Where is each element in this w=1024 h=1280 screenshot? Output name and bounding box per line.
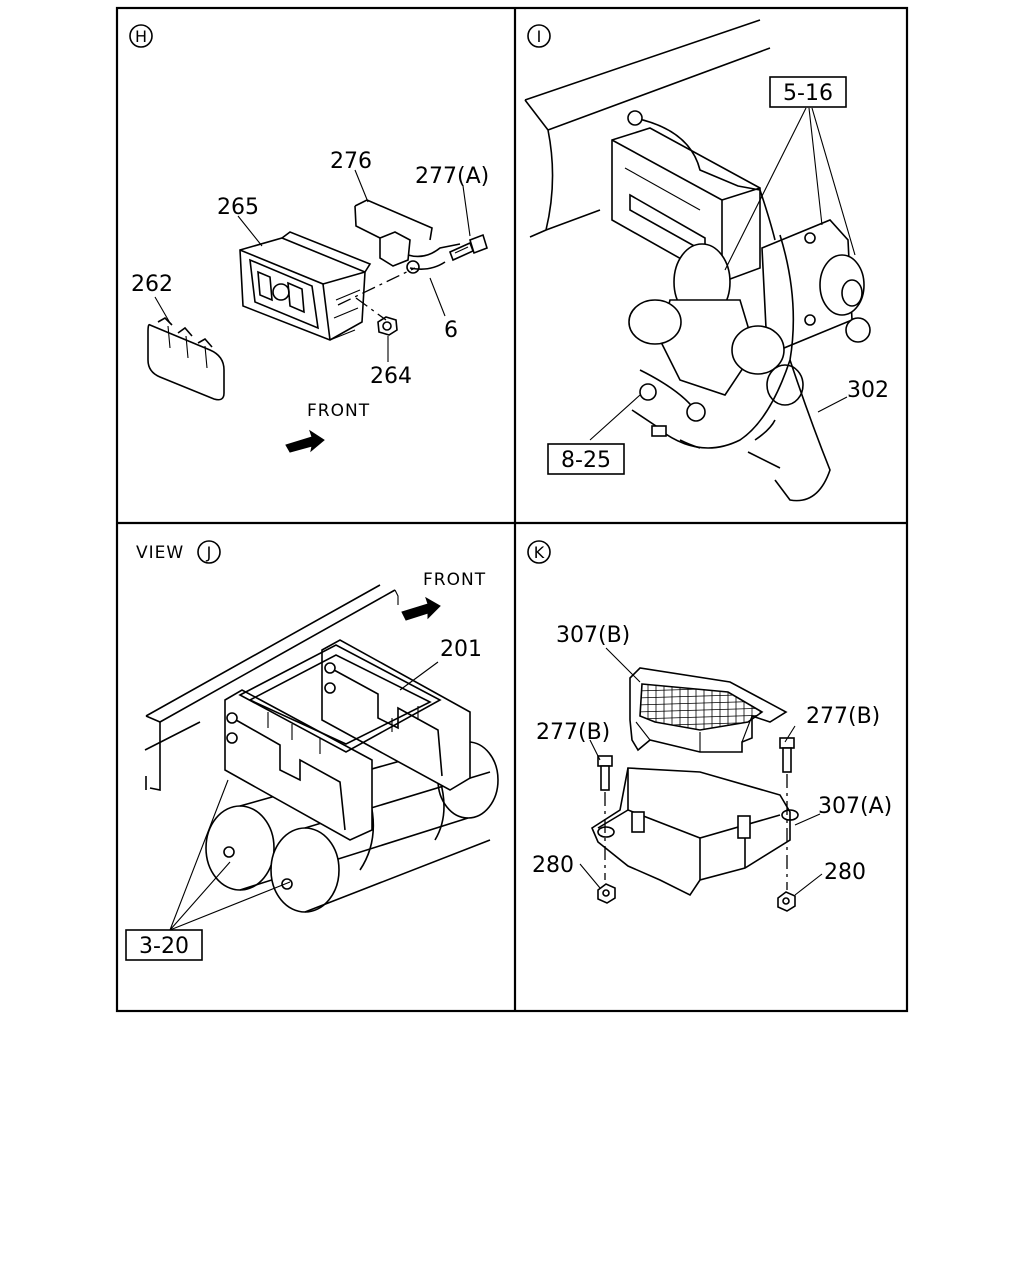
label-280-left: 280	[532, 853, 574, 878]
panel-k-marker-letter: K	[534, 543, 545, 562]
part-277b-right-bolt	[779, 737, 795, 773]
panel-k-marker: K	[527, 540, 551, 564]
label-280-right: 280	[824, 860, 866, 885]
panel-i-marker-letter: I	[537, 27, 542, 46]
frame-rail-i	[524, 19, 771, 238]
part-262-plate	[147, 317, 225, 401]
part-280-right-nut	[777, 891, 796, 912]
panel-frame	[115, 6, 909, 1013]
label-277a: 277(A)	[415, 164, 489, 189]
panel-h-marker: H	[129, 24, 153, 48]
panel-j-marker: J	[197, 540, 221, 564]
ref-5-16-text: 5-16	[783, 81, 833, 106]
label-307b: 307(B)	[556, 623, 630, 648]
label-276: 276	[330, 149, 372, 174]
wiring-i	[627, 110, 831, 502]
part-277a-bolt	[448, 233, 488, 262]
part-201-strap	[238, 644, 442, 754]
panel-k: K	[527, 540, 892, 912]
label-307a: 307(A)	[818, 794, 892, 819]
ref-3-20-text: 3-20	[139, 934, 189, 959]
front-label-h: FRONT	[307, 401, 370, 421]
panel-h-marker-letter: H	[135, 27, 147, 46]
frame-rail-j	[144, 584, 399, 791]
part-277b-left-bolt	[597, 755, 613, 791]
label-277b-right: 277(B)	[806, 704, 880, 729]
part-264-nut	[377, 316, 398, 336]
view-prefix: VIEW	[136, 543, 184, 563]
label-265: 265	[217, 195, 259, 220]
panel-i: I	[524, 19, 889, 502]
ref-box-8-25: 8-25	[547, 443, 625, 475]
ref-box-5-16: 5-16	[769, 76, 847, 108]
label-277b-left: 277(B)	[536, 720, 610, 745]
part-307b-cover	[629, 667, 788, 753]
part-276-harness	[354, 199, 461, 274]
part-307a-box	[590, 767, 799, 897]
panel-i-marker: I	[527, 24, 551, 48]
part-265-relay-box	[239, 231, 372, 341]
panel-j-marker-letter: J	[206, 543, 212, 562]
label-6: 6	[444, 318, 458, 343]
panel-j: VIEW J FRONT	[125, 540, 499, 961]
part-280-left-nut	[597, 883, 616, 904]
solenoid-assembly-i	[628, 243, 804, 422]
valve-cylinder-i	[761, 219, 871, 349]
front-label-j: FRONT	[423, 570, 486, 590]
front-arrow-h-icon	[285, 429, 325, 453]
ref-box-3-20: 3-20	[125, 929, 203, 961]
label-201: 201	[440, 637, 482, 662]
label-302: 302	[847, 378, 889, 403]
label-262: 262	[131, 272, 173, 297]
ref-8-25-text: 8-25	[561, 448, 611, 473]
tank-brackets-j	[224, 639, 471, 841]
panel-h: H	[129, 24, 489, 453]
label-264: 264	[370, 364, 412, 389]
front-arrow-j-icon	[401, 596, 441, 621]
